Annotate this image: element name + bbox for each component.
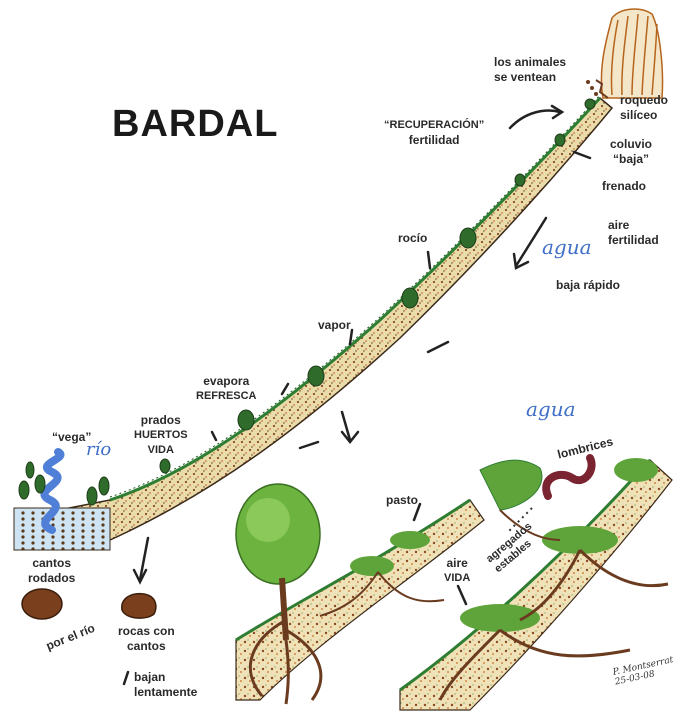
label-roquedo-line2: silíceo xyxy=(620,108,668,123)
label-animales-line1: los animales xyxy=(494,55,566,70)
label-evapora-line2: REFRESCA xyxy=(196,389,257,404)
label-coluvio: coluvio “baja” xyxy=(610,137,652,167)
label-rocas: rocas con cantos xyxy=(118,624,175,654)
label-rocio: rocío xyxy=(398,231,427,246)
label-aire-fertilidad: aire fertilidad xyxy=(608,218,659,248)
label-bajan: bajan lentamente xyxy=(134,670,197,700)
label-evapora: evapora REFRESCA xyxy=(196,374,257,404)
label-aire-vida-line1: aire xyxy=(444,556,470,571)
label-baja-rapido: baja rápido xyxy=(556,278,620,293)
label-prados-line2: HUERTOS xyxy=(134,428,188,443)
label-animales: los animales se ventean xyxy=(494,55,566,85)
label-coluvio-line1: coluvio xyxy=(610,137,652,152)
label-vapor: vapor xyxy=(318,318,351,333)
label-cantos-line1: cantos xyxy=(28,556,75,571)
label-bajan-line2: lentamente xyxy=(134,685,197,700)
label-recuperacion-line2: fertilidad xyxy=(384,133,484,148)
label-coluvio-line2: “baja” xyxy=(610,152,652,167)
label-prados-line1: prados xyxy=(134,413,188,428)
label-roquedo: roquedo silíceo xyxy=(620,93,668,123)
animals-dots xyxy=(586,80,598,96)
label-cantos: cantos rodados xyxy=(28,556,75,586)
label-prados: prados HUERTOS VIDA xyxy=(134,413,188,458)
rolled-stone xyxy=(22,589,62,619)
rock-chunk xyxy=(122,594,156,618)
label-cantos-line2: rodados xyxy=(28,571,75,586)
label-aire-vida-line2: VIDA xyxy=(444,571,470,586)
label-prados-line3: VIDA xyxy=(134,443,188,458)
label-recuperacion: “RECUPERACIÓN” fertilidad xyxy=(384,118,484,148)
label-agua-bottom: agua xyxy=(526,398,576,420)
label-pasto: pasto xyxy=(386,493,418,508)
label-rocas-line1: rocas con xyxy=(118,624,175,639)
rock-outcrop xyxy=(596,9,663,98)
label-rocas-line2: cantos xyxy=(118,639,175,654)
label-aire-vida: aire VIDA xyxy=(444,556,470,586)
label-animales-line2: se ventean xyxy=(494,70,566,85)
label-aire-fertilidad-line2: fertilidad xyxy=(608,233,659,248)
label-bajan-line1: bajan xyxy=(134,670,197,685)
label-roquedo-line1: roquedo xyxy=(620,93,668,108)
label-evapora-line1: evapora xyxy=(196,374,257,389)
label-aire-fertilidad-line1: aire xyxy=(608,218,659,233)
label-rio: río xyxy=(86,440,111,460)
label-frenado: frenado xyxy=(602,179,646,194)
label-recuperacion-line1: “RECUPERACIÓN” xyxy=(384,118,484,133)
diagram-title: BARDAL xyxy=(112,104,278,144)
label-agua-top: agua xyxy=(542,236,592,258)
